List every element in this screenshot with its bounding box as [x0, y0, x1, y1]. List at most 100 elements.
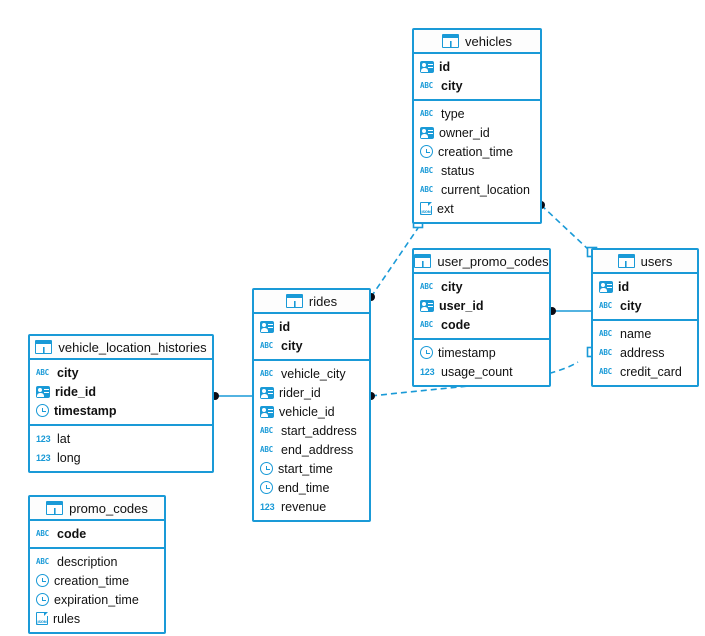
column-row[interactable]: timestamp	[414, 343, 549, 362]
primary-key-row[interactable]: id	[414, 57, 540, 76]
abc-string-icon: ABC	[260, 368, 273, 378]
column-label: status	[441, 163, 475, 178]
abc-string-icon: ABC	[420, 319, 433, 329]
column-row[interactable]: ABC vehicle_city	[254, 364, 369, 383]
id-person-icon	[420, 126, 434, 139]
column-label: expiration_time	[54, 592, 139, 607]
column-label: timestamp	[438, 345, 496, 360]
column-label: creation_time	[54, 573, 130, 588]
column-label: vehicle_city	[281, 366, 346, 381]
table-header[interactable]: rides	[254, 290, 369, 314]
primary-key-label: id	[618, 279, 630, 294]
table-name: vehicles	[465, 33, 512, 49]
table-header[interactable]: vehicle_location_histories	[30, 336, 212, 360]
table-header[interactable]: user_promo_codes	[414, 250, 549, 274]
table-grid-icon	[442, 34, 460, 48]
column-label: revenue	[281, 499, 327, 514]
primary-key-label: city	[620, 298, 642, 313]
column-row[interactable]: owner_id	[414, 123, 540, 142]
json-document-icon	[420, 202, 432, 215]
clock-icon	[36, 593, 49, 606]
clock-icon	[36, 404, 49, 417]
table-name: vehicle_location_histories	[58, 339, 207, 355]
json-document-icon	[36, 612, 48, 625]
column-label: start_address	[281, 423, 357, 438]
column-label: rules	[53, 611, 81, 626]
primary-key-row[interactable]: timestamp	[30, 401, 212, 420]
primary-key-label: city	[57, 365, 79, 380]
primary-key-label: id	[439, 59, 451, 74]
primary-key-row[interactable]: user_id	[414, 296, 549, 315]
primary-key-row[interactable]: ride_id	[30, 382, 212, 401]
clock-icon	[420, 346, 433, 359]
primary-key-label: timestamp	[54, 403, 117, 418]
primary-key-label: user_id	[439, 298, 484, 313]
column-label: owner_id	[439, 125, 490, 140]
primary-key-label: code	[441, 317, 471, 332]
primary-key-label: ride_id	[55, 384, 96, 399]
primary-key-row[interactable]: ABC code	[414, 315, 549, 334]
column-row[interactable]: start_time	[254, 459, 369, 478]
column-label: usage_count	[441, 364, 513, 379]
number-icon: 123	[36, 452, 51, 463]
relationship-upc-to-users[interactable]	[548, 307, 591, 315]
column-label: description	[57, 554, 118, 569]
primary-key-row[interactable]: id	[254, 317, 369, 336]
table-header[interactable]: promo_codes	[30, 497, 164, 521]
column-row[interactable]: rules	[30, 609, 164, 628]
column-row[interactable]: creation_time	[30, 571, 164, 590]
table-header[interactable]: vehicles	[414, 30, 540, 54]
relationship-line	[540, 204, 591, 252]
relationship-vlh-to-rides[interactable]	[211, 392, 252, 400]
abc-string-icon: ABC	[36, 367, 49, 377]
abc-string-icon: ABC	[260, 425, 273, 435]
column-row[interactable]: ext	[414, 199, 540, 218]
column-row[interactable]: ABC status	[414, 161, 540, 180]
primary-key-row[interactable]: id	[593, 277, 697, 296]
clock-icon	[420, 145, 433, 158]
column-row[interactable]: creation_time	[414, 142, 540, 161]
column-row[interactable]: expiration_time	[30, 590, 164, 609]
column-label: vehicle_id	[279, 404, 335, 419]
column-row[interactable]: ABC start_address	[254, 421, 369, 440]
column-row[interactable]: vehicle_id	[254, 402, 369, 421]
table-header[interactable]: users	[593, 250, 697, 274]
abc-string-icon: ABC	[420, 165, 433, 175]
column-label: name	[620, 326, 652, 341]
column-row[interactable]: end_time	[254, 478, 369, 497]
column-row[interactable]: rider_id	[254, 383, 369, 402]
primary-key-section: ABC city ride_id timestamp	[30, 360, 212, 426]
primary-key-row[interactable]: ABC city	[30, 363, 212, 382]
column-label: credit_card	[620, 364, 682, 379]
abc-string-icon: ABC	[420, 108, 433, 118]
column-label: ext	[437, 201, 454, 216]
